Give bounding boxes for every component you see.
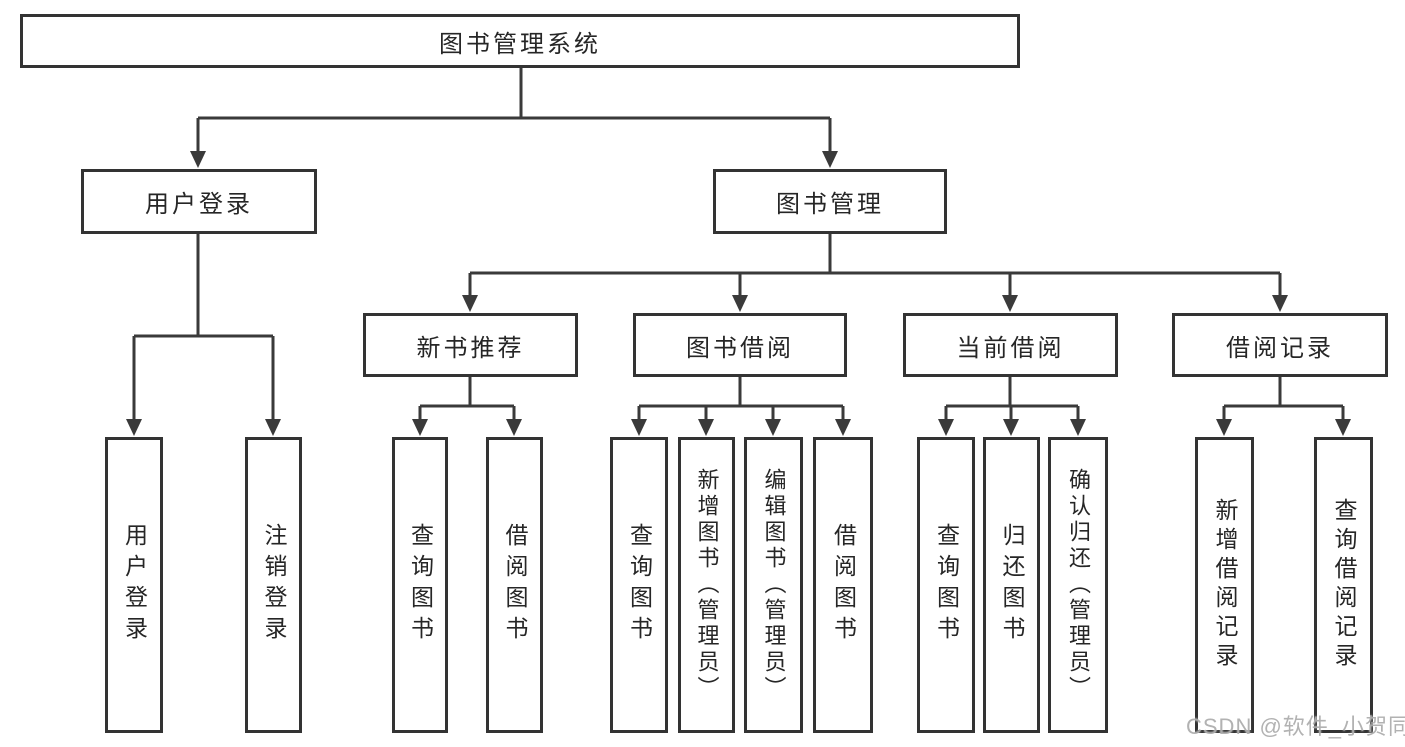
node-borrowing-records: 借阅记录	[1172, 313, 1388, 377]
arrow-down-icon	[631, 419, 647, 436]
node-label: 查询图书	[407, 523, 434, 647]
node-label: 查询图书	[933, 523, 960, 647]
node-label: 新增图书（管理员）	[694, 468, 720, 702]
arrow-down-icon	[765, 419, 781, 436]
arrow-down-icon	[1272, 295, 1288, 312]
arrow-down-icon	[698, 419, 714, 436]
arrow-down-icon	[822, 151, 838, 168]
leaf-return-books: 归还图书	[983, 437, 1040, 733]
node-label: 新书推荐	[416, 334, 525, 362]
leaf-edit-book-admin: 编辑图书（管理员）	[744, 437, 803, 733]
leaf-add-borrow-record: 新增借阅记录	[1195, 437, 1254, 733]
node-label: 查询借阅记录	[1331, 498, 1357, 672]
arrow-down-icon	[462, 295, 478, 312]
node-label: 查询图书	[626, 523, 653, 647]
arrow-down-icon	[1003, 419, 1019, 436]
node-label: 编辑图书（管理员）	[761, 468, 787, 702]
connector-root-branch	[196, 68, 832, 154]
node-label: 借阅图书	[830, 523, 857, 647]
node-label: 借阅记录	[1226, 334, 1334, 362]
node-label: 确认归还（管理员）	[1066, 468, 1091, 702]
arrow-down-icon	[1070, 419, 1086, 436]
node-label: 新增借阅记录	[1212, 498, 1238, 672]
node-library-management-system: 图书管理系统	[20, 14, 1020, 68]
node-label: 归还图书	[999, 523, 1025, 647]
connector-book-borrowing-branch	[637, 377, 845, 422]
leaf-confirm-return-admin: 确认归还（管理员）	[1048, 437, 1108, 733]
leaf-query-books-current: 查询图书	[917, 437, 975, 733]
node-new-book-recommendation: 新书推荐	[363, 313, 578, 377]
arrow-down-icon	[835, 419, 851, 436]
node-book-borrowing: 图书借阅	[633, 313, 847, 377]
connector-borrowing-records-branch	[1222, 377, 1345, 422]
node-book-management: 图书管理	[713, 169, 947, 234]
arrow-down-icon	[190, 151, 206, 168]
arrow-down-icon	[412, 419, 428, 436]
connector-new-book-branch	[418, 377, 516, 422]
leaf-logout: 注销登录	[245, 437, 302, 733]
node-label: 图书借阅	[686, 334, 794, 362]
connector-current-borrowing-branch	[944, 377, 1080, 422]
leaf-borrow-books-recommend: 借阅图书	[486, 437, 543, 733]
csdn-watermark: CSDN @软件_小贺同学	[1186, 714, 1405, 739]
arrow-down-icon	[506, 419, 522, 436]
node-label: 用户登录	[145, 191, 253, 218]
node-label: 用户登录	[121, 523, 148, 647]
arrow-down-icon	[126, 419, 142, 436]
arrow-down-icon	[1002, 295, 1018, 312]
node-label: 借阅图书	[502, 523, 528, 647]
node-label: 图书管理	[776, 191, 884, 218]
connector-user-login-branch	[132, 234, 275, 422]
connector-book-management-branch	[468, 234, 1282, 298]
leaf-user-login: 用户登录	[105, 437, 163, 733]
node-label: 当前借阅	[956, 334, 1065, 362]
arrow-down-icon	[732, 295, 748, 312]
node-label: 图书管理系统	[439, 30, 601, 58]
arrow-down-icon	[1216, 419, 1232, 436]
leaf-borrow-books: 借阅图书	[813, 437, 873, 733]
arrow-down-icon	[265, 419, 281, 436]
leaf-query-books-borrowing: 查询图书	[610, 437, 668, 733]
node-user-login: 用户登录	[81, 169, 317, 234]
arrow-down-icon	[1335, 419, 1351, 436]
leaf-query-borrow-record: 查询借阅记录	[1314, 437, 1373, 733]
leaf-add-book-admin: 新增图书（管理员）	[678, 437, 735, 733]
node-label: 注销登录	[261, 523, 287, 647]
leaf-query-books-recommend: 查询图书	[392, 437, 448, 733]
node-current-borrowing: 当前借阅	[903, 313, 1118, 377]
arrow-down-icon	[938, 419, 954, 436]
